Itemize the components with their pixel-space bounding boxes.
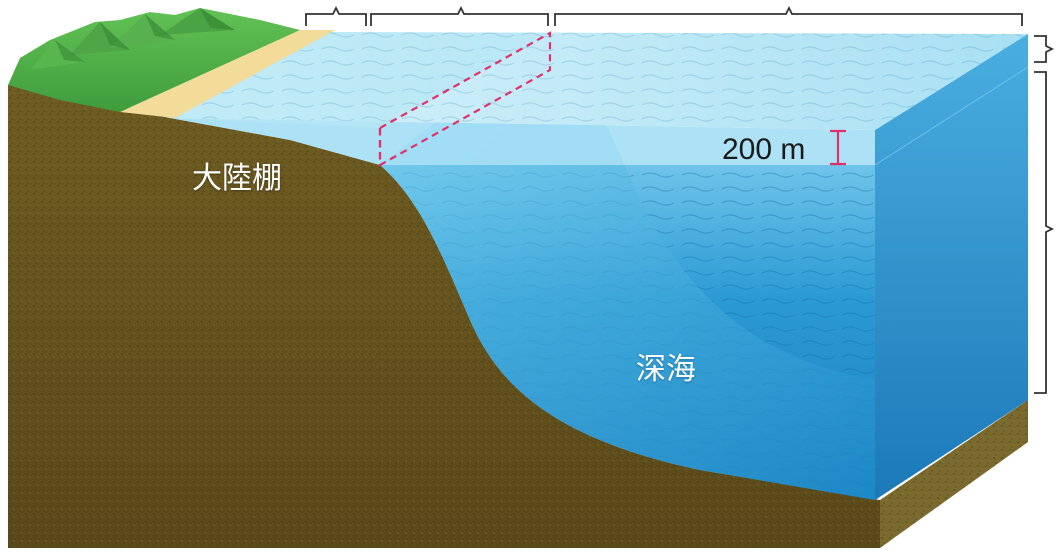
- shelf-water-layer: [170, 118, 875, 165]
- beach: [120, 30, 335, 118]
- mountain-range-icon: [30, 8, 235, 70]
- depth-200m-label: 200 m: [722, 133, 806, 166]
- bracket-icon: [305, 5, 1023, 26]
- land-speckle: [8, 85, 880, 548]
- grassland: [8, 8, 300, 112]
- side-bracket-icon: [1034, 35, 1055, 394]
- deep-sea-label: 深海: [636, 352, 696, 387]
- continental-shelf-label: 大陸棚: [192, 161, 282, 196]
- depth-marker-icon: [830, 129, 846, 166]
- shelf-edge-dashed-box: [378, 31, 552, 167]
- water-side-face: [875, 34, 1028, 500]
